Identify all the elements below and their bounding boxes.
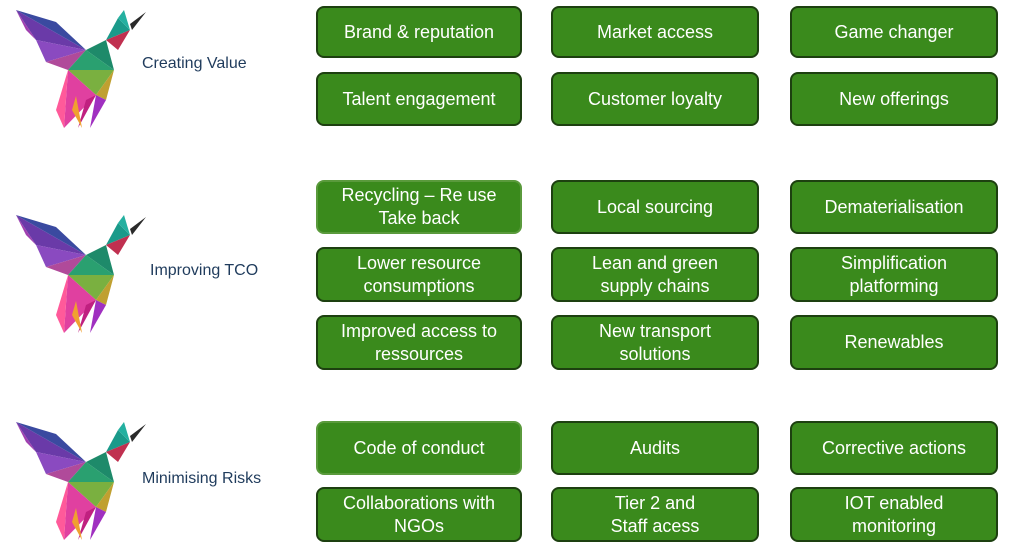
driver-box: Lean and green supply chains bbox=[551, 247, 759, 302]
driver-box: Local sourcing bbox=[551, 180, 759, 234]
driver-box: Game changer bbox=[790, 6, 998, 58]
hummingbird-icon bbox=[16, 422, 146, 540]
driver-box: Market access bbox=[551, 6, 759, 58]
driver-box: Recycling – Re use Take back bbox=[316, 180, 522, 234]
driver-box: Improved access to ressources bbox=[316, 315, 522, 370]
driver-box: Brand & reputation bbox=[316, 6, 522, 58]
driver-box: Renewables bbox=[790, 315, 998, 370]
driver-box: IOT enabled monitoring bbox=[790, 487, 998, 542]
driver-box: New offerings bbox=[790, 72, 998, 126]
driver-box: Audits bbox=[551, 421, 759, 475]
driver-box: Code of conduct bbox=[316, 421, 522, 475]
driver-box: Customer loyalty bbox=[551, 72, 759, 126]
driver-box: Corrective actions bbox=[790, 421, 998, 475]
section-label: Improving TCO bbox=[150, 262, 259, 279]
section-label: Creating Value bbox=[142, 55, 247, 72]
driver-box: Tier 2 and Staff acess bbox=[551, 487, 759, 542]
driver-box: New transport solutions bbox=[551, 315, 759, 370]
driver-box: Talent engagement bbox=[316, 72, 522, 126]
section-label: Minimising Risks bbox=[142, 470, 262, 487]
driver-box: Dematerialisation bbox=[790, 180, 998, 234]
driver-box: Lower resource consumptions bbox=[316, 247, 522, 302]
section-improving-tco: Improving TCO Recycling – Re use Take ba… bbox=[16, 180, 998, 370]
driver-box: Simplification platforming bbox=[790, 247, 998, 302]
section-creating-value: Creating Value Brand & reputation Market… bbox=[0, 0, 1024, 140]
driver-box: Collaborations with NGOs bbox=[316, 487, 522, 542]
